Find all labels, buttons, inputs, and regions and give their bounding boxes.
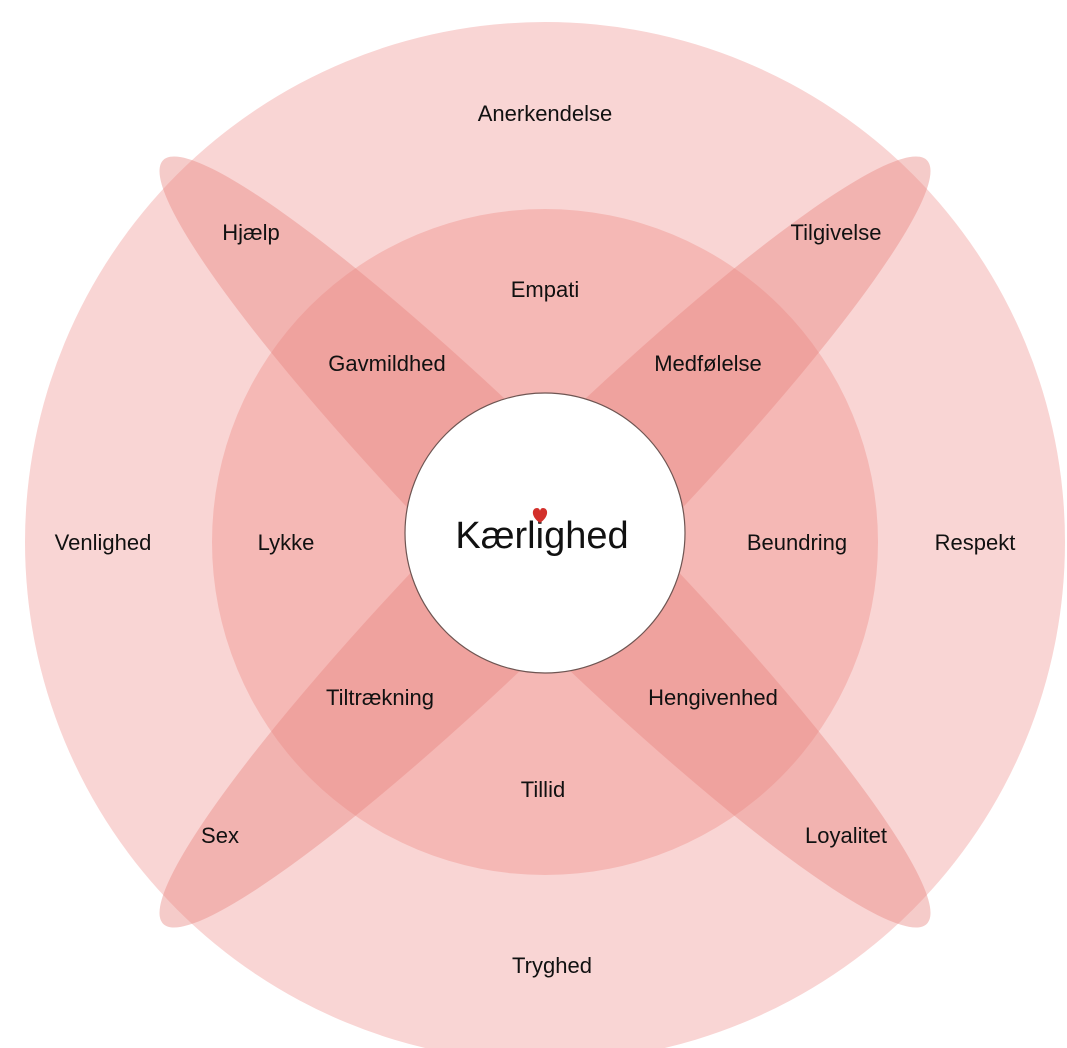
outer-label-left: Venlighed	[55, 530, 152, 555]
petal-tip-label-bottom-right: Loyalitet	[805, 823, 887, 848]
outer-label-top: Anerkendelse	[478, 101, 613, 126]
middle-label-left: Lykke	[258, 530, 315, 555]
petal-tip-label-top-right: Tilgivelse	[791, 220, 882, 245]
heart-icon	[532, 508, 548, 523]
outer-label-bottom: Tryghed	[512, 953, 592, 978]
middle-label-right: Beundring	[747, 530, 847, 555]
petal-tip-label-bottom-left: Sex	[201, 823, 239, 848]
middle-label-top: Empati	[511, 277, 579, 302]
center-label: Kærlighed	[455, 515, 628, 557]
middle-label-bottom: Tillid	[521, 777, 565, 802]
outer-label-right: Respekt	[935, 530, 1016, 555]
overlap-label-top-left: Gavmildhed	[328, 351, 445, 376]
overlap-label-bottom-right: Hengivenhed	[648, 685, 778, 710]
center-circle	[404, 392, 686, 674]
overlap-label-bottom-left: Tiltrækning	[326, 685, 434, 710]
petal-tip-label-top-left: Hjælp	[222, 220, 279, 245]
overlap-label-top-right: Medfølelse	[654, 351, 762, 376]
